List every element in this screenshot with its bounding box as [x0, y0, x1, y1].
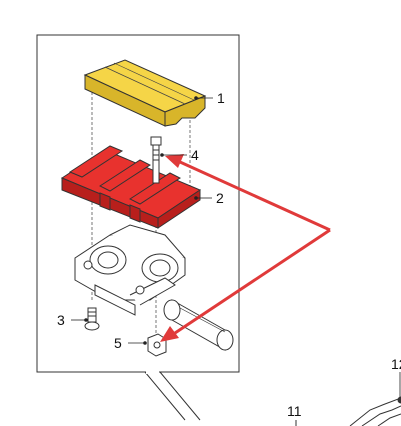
detail-pointer — [144, 371, 201, 421]
track-pin-part — [163, 299, 234, 351]
detail-pointer-mask — [146, 371, 159, 374]
adjacent-assembly-partial — [295, 396, 401, 426]
callout-label-11: 11 — [287, 403, 302, 419]
callout-label-4: 4 — [191, 147, 199, 163]
bolt-part — [150, 136, 162, 184]
annotation-arrows — [160, 154, 331, 342]
callout-label-5: 5 — [114, 335, 122, 351]
callout-label-12: 12 — [391, 356, 401, 372]
small-bolt-part — [84, 307, 100, 331]
callout-label-3: 3 — [57, 312, 65, 328]
leader-dots — [84, 96, 198, 345]
callout-label-1: 1 — [217, 90, 225, 106]
track-link-assembly — [74, 224, 186, 316]
callout-label-2: 2 — [216, 190, 224, 206]
track-pad-part — [83, 59, 207, 127]
callout-leaders — [71, 97, 401, 398]
nut-part — [147, 333, 167, 357]
track-shoe-part — [60, 145, 202, 229]
detail-frame — [36, 34, 240, 373]
